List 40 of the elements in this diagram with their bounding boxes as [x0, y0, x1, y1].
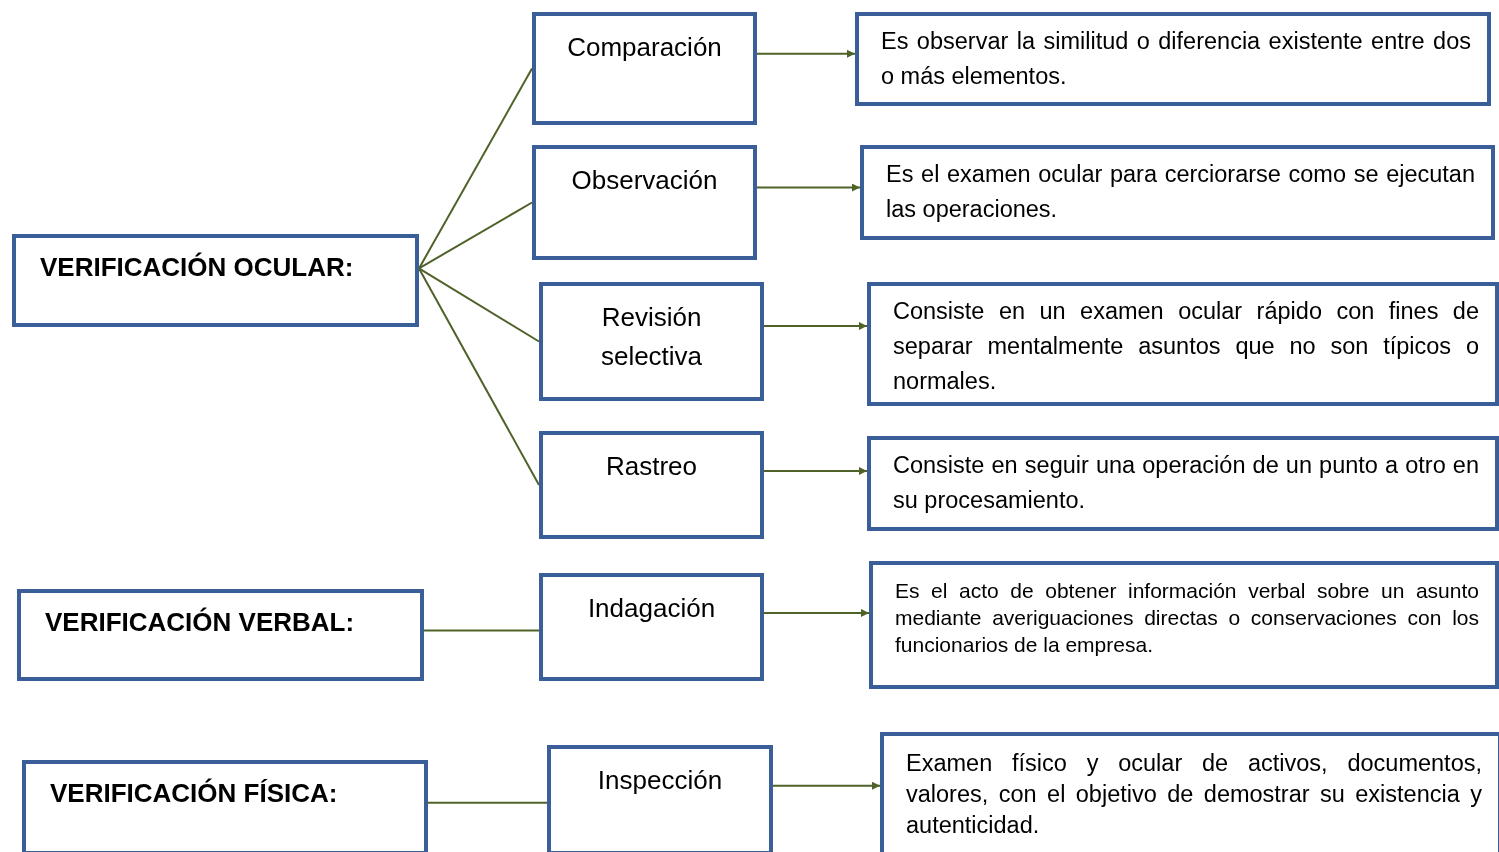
description-box	[880, 732, 1499, 852]
technique-name: Inspección	[596, 764, 724, 797]
category-title: VERIFICACIÓN OCULAR:	[40, 252, 355, 283]
arrow	[763, 466, 868, 475]
description-text: Es el acto de obtener información verbal sobre un asunto mediante averiguaciones directas o conservaciones con los funcionarios de la empresa.	[895, 578, 1479, 658]
technique-box	[539, 282, 764, 401]
technique-box	[547, 745, 773, 852]
arrow	[763, 322, 868, 331]
description-box	[867, 436, 1499, 531]
technique-box	[532, 12, 757, 125]
description-text: Consiste en un examen ocular rápido con fines de separar mentalmente asuntos que no son típicos o normales.	[893, 297, 1479, 396]
technique-box	[532, 145, 757, 260]
technique-name: Comparación	[566, 31, 723, 64]
connector-line	[427, 801, 548, 804]
arrow	[763, 608, 870, 617]
technique-box	[539, 431, 764, 539]
description-text: Consiste en seguir una operación de un punto a otro en su procesamiento.	[893, 451, 1479, 515]
connector-line	[418, 267, 540, 343]
category-box	[12, 234, 419, 327]
arrow	[756, 183, 861, 192]
category-title: VERIFICACIÓN VERBAL:	[45, 607, 356, 638]
arrow	[756, 49, 856, 58]
description-box	[855, 12, 1491, 106]
category-title: VERIFICACIÓN FÍSICA:	[50, 778, 339, 809]
arrow	[772, 781, 881, 790]
description-box	[867, 282, 1499, 406]
connector-line	[423, 629, 540, 632]
description-text: Es observar la similitud o diferencia existente entre dos o más elementos.	[881, 27, 1471, 91]
technique-box	[539, 573, 764, 681]
description-text: Examen físico y ocular de activos, documentos, valores, con el objetivo de demostrar su existencia y autenticidad.	[906, 749, 1482, 840]
connector-line	[418, 201, 533, 270]
description-box	[860, 145, 1495, 240]
description-box	[869, 561, 1499, 689]
technique-name: Observación	[570, 164, 719, 197]
technique-name: Indagación	[586, 592, 717, 625]
technique-name: Revisión selectiva	[599, 301, 704, 373]
technique-name: Rastreo	[604, 450, 698, 483]
category-box	[22, 760, 428, 852]
description-text: Es el examen ocular para cerciorarse como se ejecutan las operaciones.	[886, 160, 1475, 224]
category-box	[17, 589, 424, 681]
